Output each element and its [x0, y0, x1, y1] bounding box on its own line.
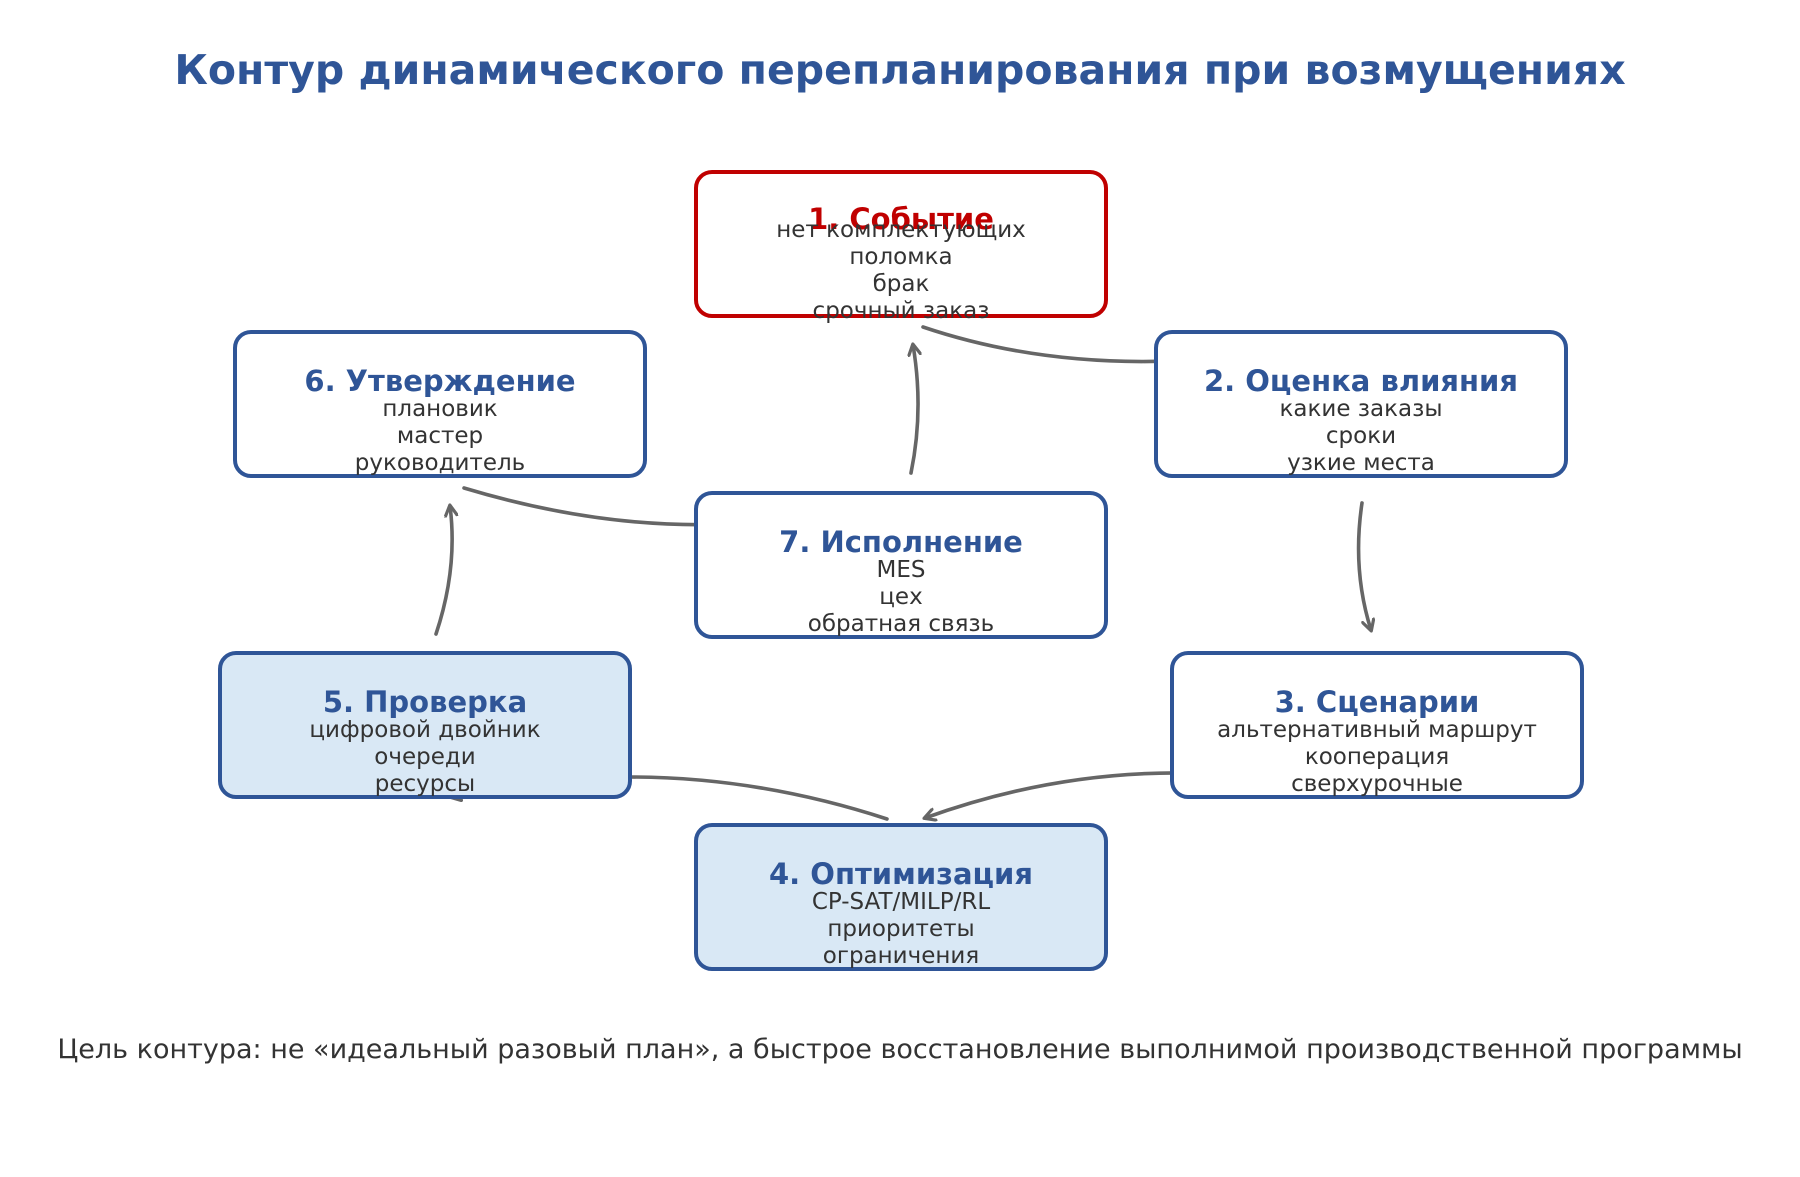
node-execution: 7. Исполнение MES цех обратная связь [694, 491, 1108, 639]
node-optimization-line: CP-SAT/MILP/RL [811, 889, 991, 915]
node-approval-line: руководитель [354, 450, 526, 476]
node-approval-line: мастер [396, 423, 484, 449]
node-execution-line: цех [879, 584, 923, 610]
node-check-title: 5. Проверка [322, 685, 528, 719]
node-impact-line: какие заказы [1279, 396, 1443, 422]
node-optimization-line: приоритеты [827, 916, 975, 942]
node-approval-line: плановик [382, 396, 498, 422]
node-execution-title: 7. Исполнение [779, 525, 1023, 559]
arrow-execution-to-event [911, 345, 918, 475]
node-execution-line: обратная связь [807, 611, 995, 637]
node-scenarios-line: альтернативный маршрут [1217, 717, 1537, 743]
node-optimization-title: 4. Оптимизация [769, 857, 1033, 891]
node-event-title: 1. Событие [808, 202, 994, 236]
node-optimization: 4. Оптимизация CP-SAT/MILP/RL приоритеты… [694, 823, 1108, 971]
node-impact: 2. Оценка влияния какие заказы сроки узк… [1154, 330, 1568, 478]
footer-note: Цель контура: не «идеальный разовый план… [57, 1034, 1743, 1065]
node-scenarios-line: кооперация [1304, 744, 1450, 770]
node-check: 5. Проверка цифровой двойник очереди рес… [218, 651, 632, 799]
node-impact-line: сроки [1325, 423, 1397, 449]
node-impact-line: узкие места [1287, 450, 1435, 476]
node-approval: 6. Утверждение плановик мастер руководит… [233, 330, 647, 478]
node-optimization-line: ограничения [822, 943, 980, 969]
node-event-line: брак [872, 271, 930, 297]
node-check-line: ресурсы [374, 771, 476, 797]
arrow-check-to-approval [434, 506, 452, 636]
node-event: 1. Событие нет комплектующих поломка бра… [694, 170, 1108, 324]
node-scenarios: 3. Сценарии альтернативный маршрут коопе… [1170, 651, 1584, 799]
diagram-title: Контур динамического перепланирования пр… [174, 46, 1626, 94]
node-scenarios-title: 3. Сценарии [1274, 685, 1480, 719]
node-scenarios-line: сверхурочные [1291, 771, 1463, 797]
node-impact-title: 2. Оценка влияния [1203, 364, 1518, 398]
node-event-line: нет комплектующих [776, 217, 1026, 243]
node-check-line: очереди [374, 744, 476, 770]
node-event-line: поломка [849, 244, 953, 270]
node-approval-title: 6. Утверждение [304, 364, 576, 398]
node-event-line: срочный заказ [812, 298, 990, 324]
arrow-impact-to-scenarios [1356, 501, 1371, 630]
node-execution-line: MES [876, 557, 926, 583]
node-check-line: цифровой двойник [309, 717, 541, 743]
